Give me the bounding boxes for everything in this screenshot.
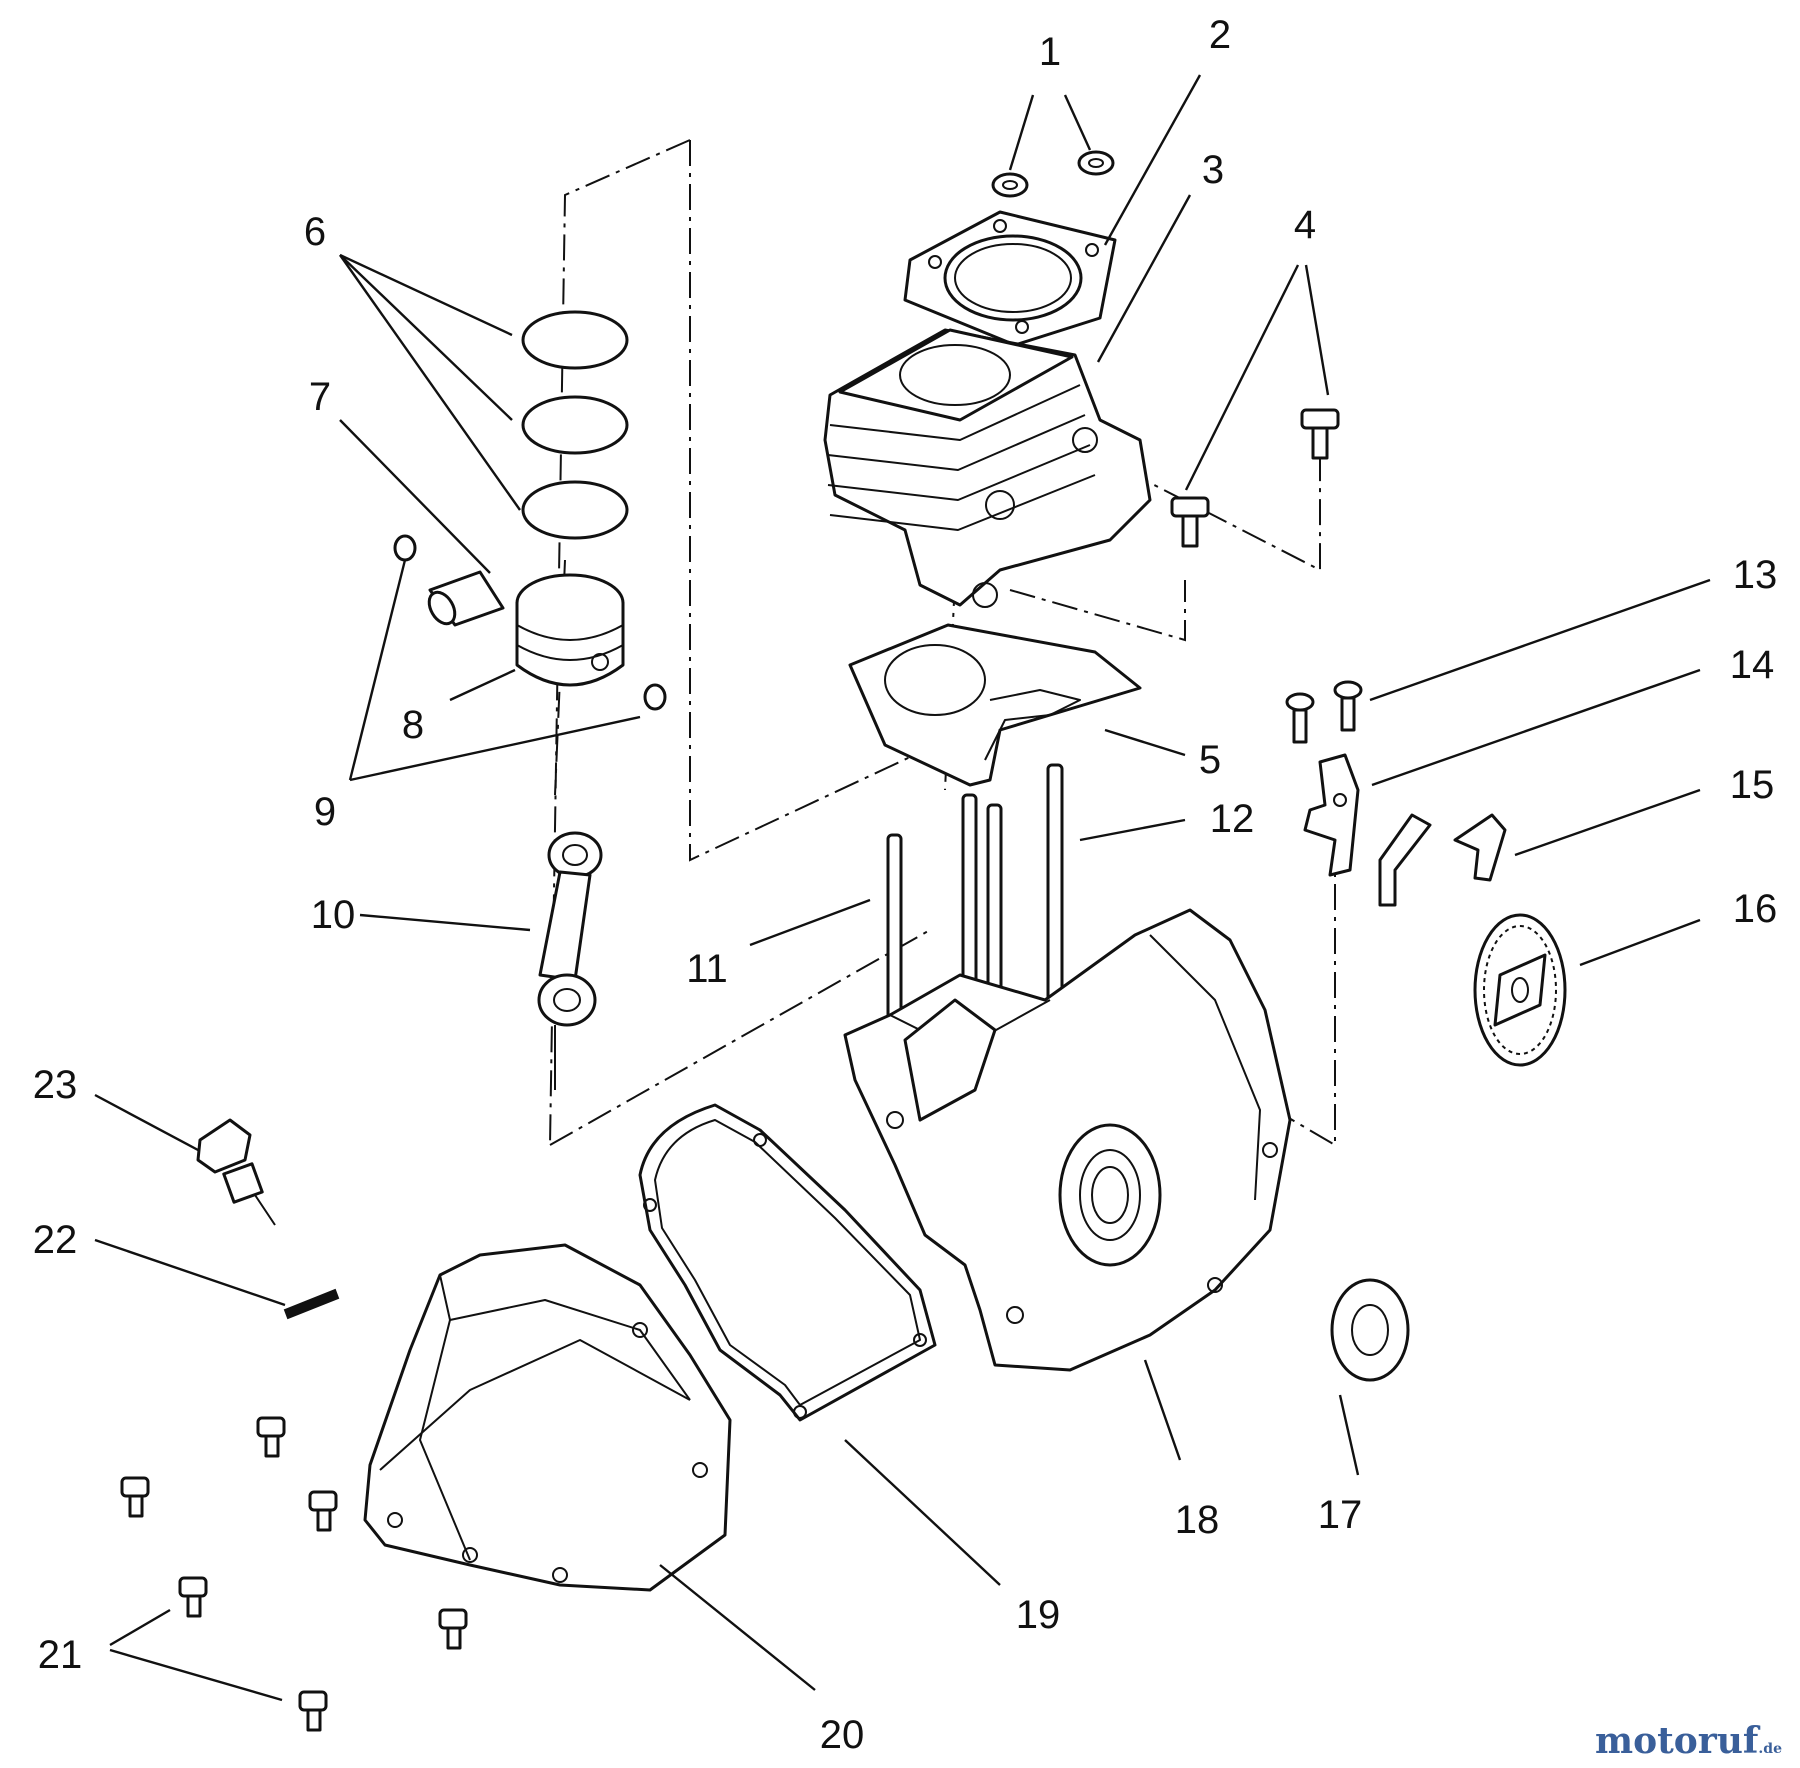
piston-part-8	[515, 573, 625, 687]
watermark-brand: motoruf	[1595, 1720, 1759, 1762]
seal-part-1	[991, 150, 1115, 198]
base-gasket-part-5	[848, 623, 1142, 787]
connecting-rod-part-10	[537, 831, 603, 1090]
callout-labels: 1 2 3 4 5 6 7 8 9 10 11 12 13 14 15 16 1…	[33, 13, 1778, 1757]
brand-watermark: motoruf.de	[1595, 1720, 1782, 1762]
piston-rings-part-6	[521, 310, 629, 540]
bracket-part-14	[1303, 753, 1360, 877]
callout-15: 15	[1730, 763, 1775, 807]
oil-seal-part-17	[1330, 1278, 1410, 1382]
callout-19: 19	[1016, 1593, 1061, 1637]
callout-1: 1	[1039, 30, 1061, 74]
piston-pin-part-7	[427, 570, 505, 627]
watermark-suffix: .de	[1758, 1741, 1782, 1757]
callout-9: 9	[314, 790, 336, 834]
callout-18: 18	[1175, 1498, 1220, 1542]
crankcase-part-18	[843, 908, 1292, 1372]
rocker-arm-part-15	[1378, 813, 1507, 907]
callout-12: 12	[1210, 797, 1255, 841]
callout-3: 3	[1202, 148, 1224, 192]
callout-2: 2	[1209, 13, 1231, 57]
bolt-part-4	[1170, 408, 1340, 548]
head-gasket-part-2	[903, 210, 1117, 347]
cylinder-part-3	[823, 328, 1152, 608]
crankcase-gasket-part-19	[638, 1103, 937, 1422]
cam-gear-part-16	[1473, 913, 1567, 1067]
callout-7: 7	[309, 375, 331, 419]
callout-8: 8	[402, 703, 424, 747]
circlip-part-9	[393, 534, 667, 711]
callout-5: 5	[1199, 738, 1221, 782]
callout-17: 17	[1318, 1493, 1363, 1537]
callout-14: 14	[1730, 643, 1775, 687]
callout-6: 6	[304, 210, 326, 254]
callout-11: 11	[686, 947, 728, 991]
callout-23: 23	[33, 1063, 78, 1107]
callout-16: 16	[1733, 887, 1778, 931]
breather-part-23	[196, 1118, 276, 1226]
leader-lines	[94, 74, 1711, 1702]
callout-4: 4	[1294, 203, 1316, 247]
callout-22: 22	[33, 1218, 78, 1262]
pin-part-22	[283, 1288, 340, 1320]
callout-21: 21	[38, 1633, 83, 1677]
screw-part-13	[1285, 680, 1363, 744]
callout-20: 20	[820, 1713, 865, 1757]
callout-10: 10	[311, 893, 356, 937]
stud-part-11	[886, 833, 903, 1037]
crankcase-cover-part-20	[363, 1243, 732, 1592]
cover-bolts-part-21	[120, 1416, 468, 1732]
callout-13: 13	[1733, 553, 1778, 597]
